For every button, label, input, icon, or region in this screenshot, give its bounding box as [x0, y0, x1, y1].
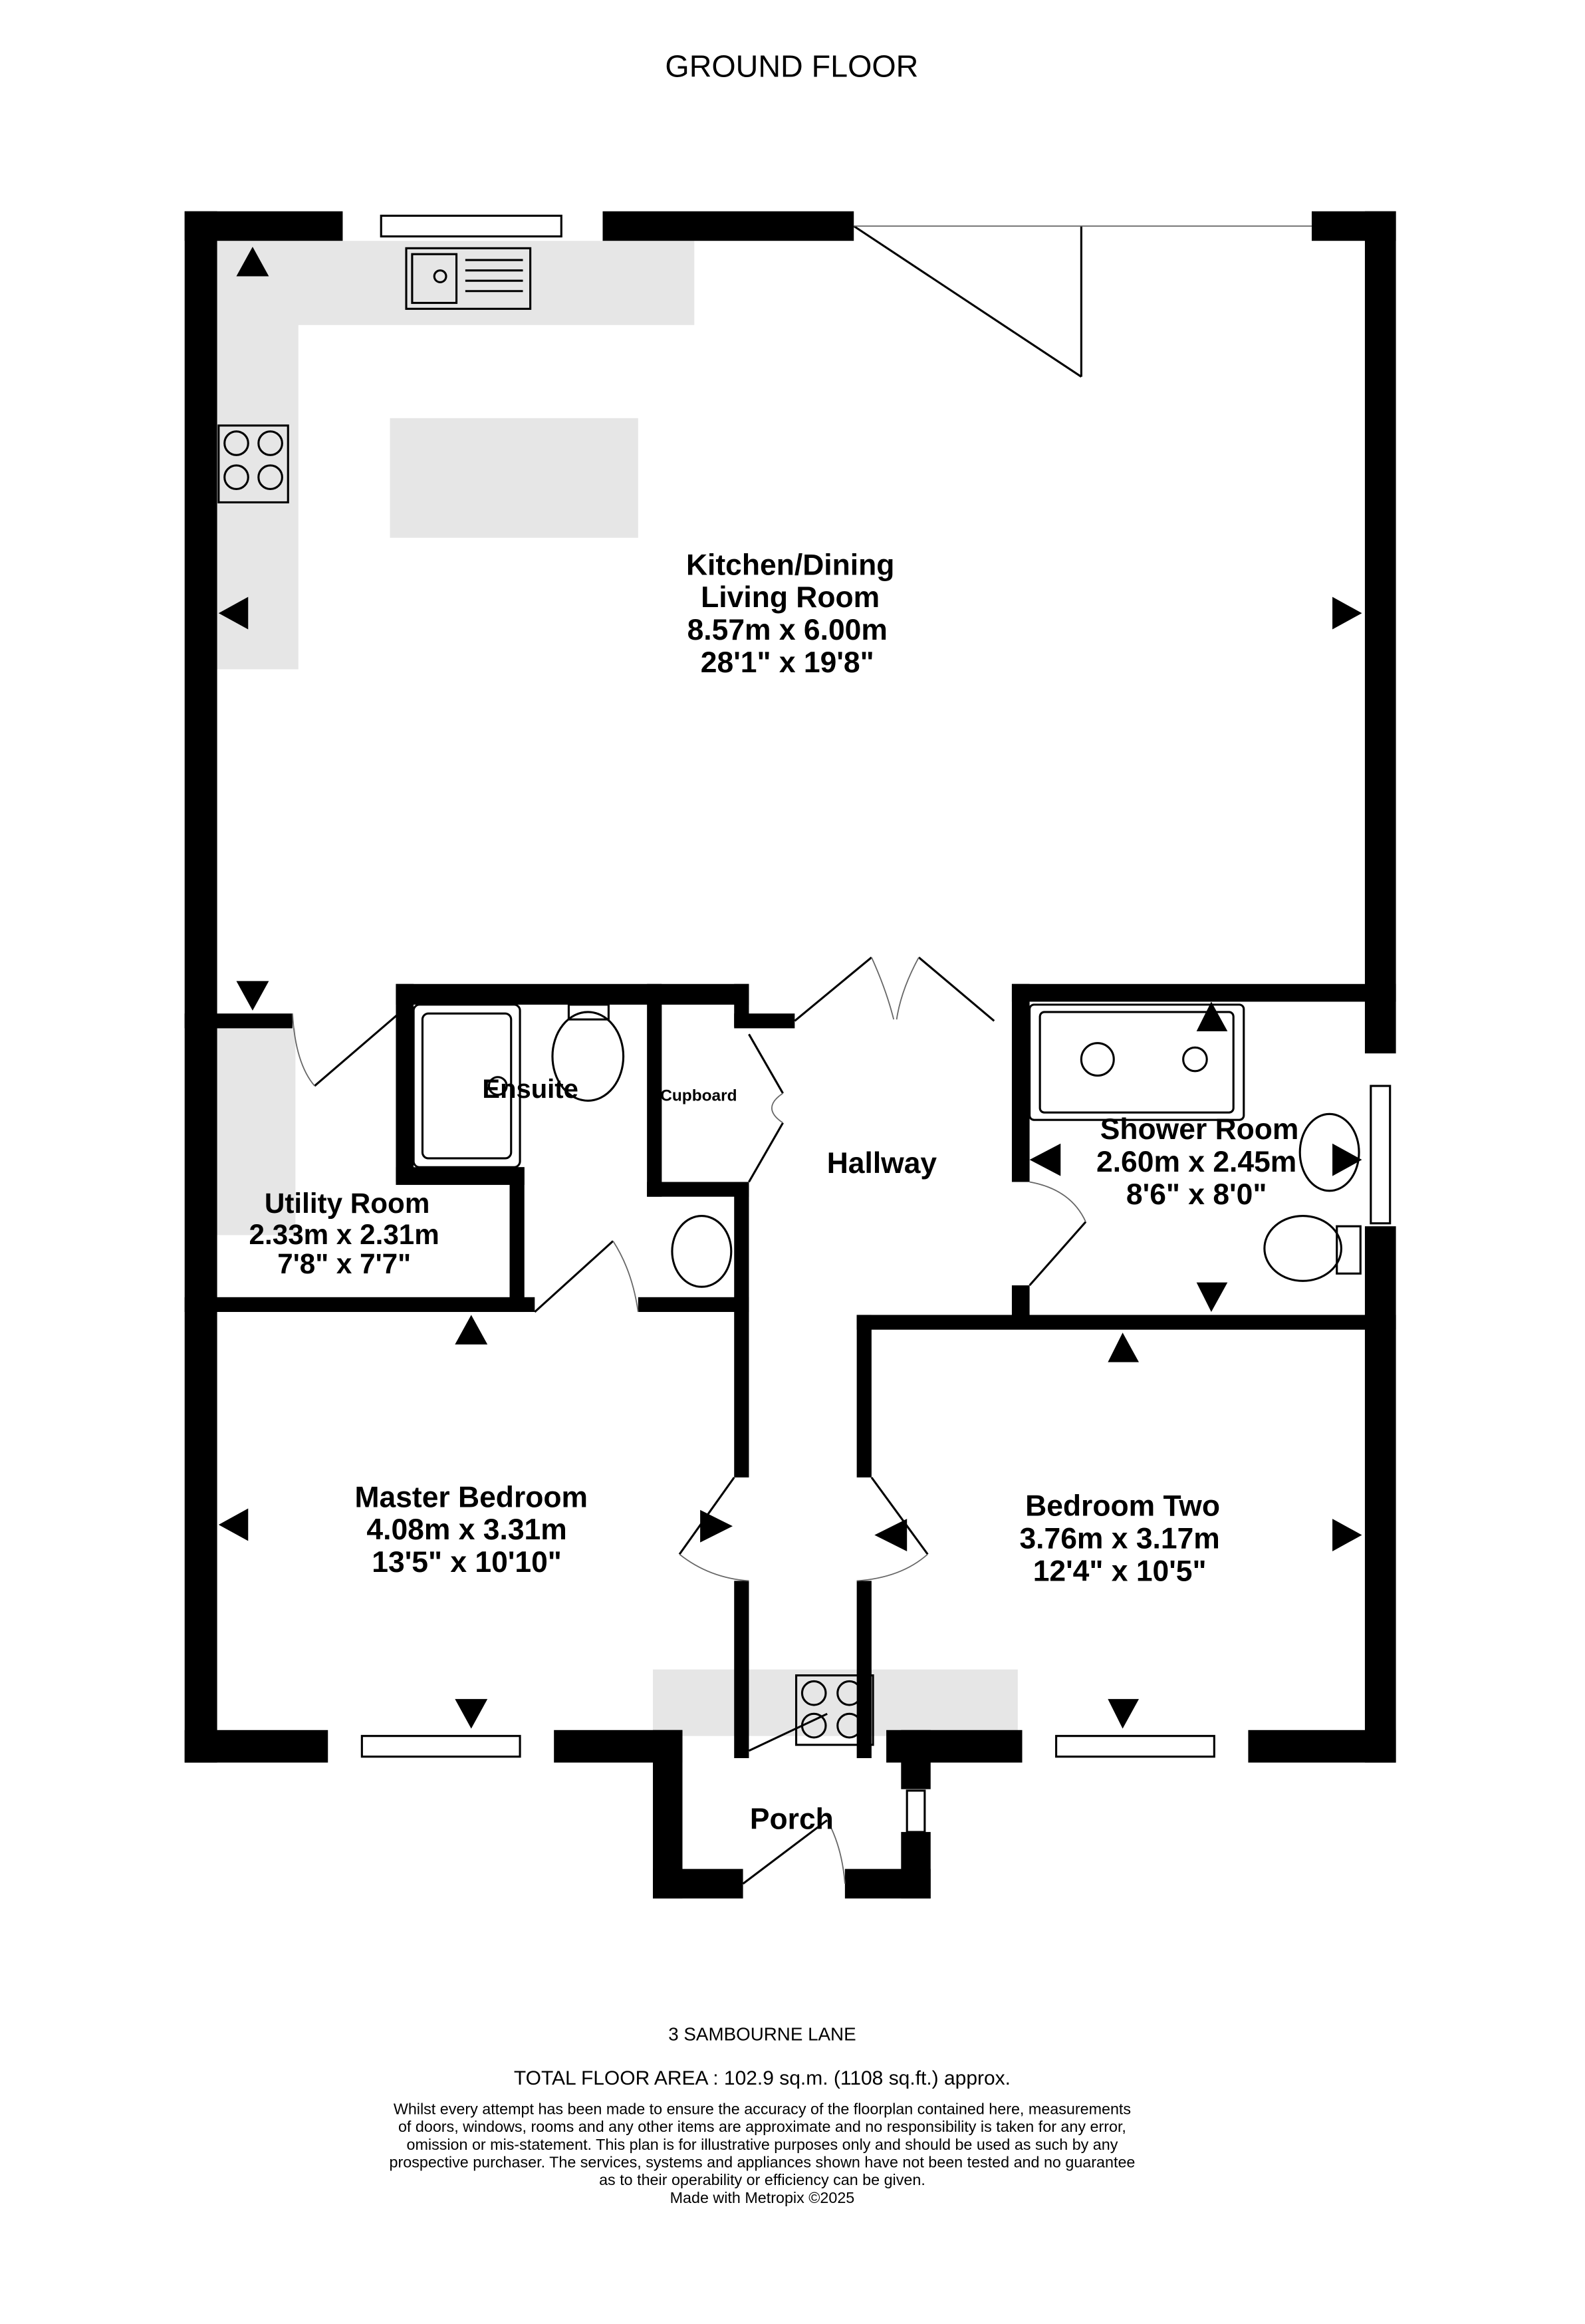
room-shower: Shower Room 2.60m x 2.45m 8'6" x 8'0" [1096, 1113, 1298, 1211]
floor-title: GROUND FLOOR [665, 49, 918, 84]
credit: Made with Metropix ©2025 [670, 2189, 855, 2206]
svg-text:8.57m x 6.00m: 8.57m x 6.00m [687, 614, 888, 646]
room-kitchen: Kitchen/Dining Living Room 8.57m x 6.00m… [686, 549, 894, 679]
disclaimer-line: prospective purchaser. The services, sys… [390, 2153, 1136, 2170]
windows [360, 214, 1392, 1833]
svg-text:2.60m x 2.45m: 2.60m x 2.45m [1096, 1146, 1296, 1178]
utility-counter [217, 1028, 296, 1235]
room-utility: Utility Room 2.33m x 2.31m 7'8" x 7'7" [249, 1188, 439, 1279]
room-porch: Porch [750, 1803, 834, 1836]
address: 3 SAMBOURNE LANE [668, 2023, 856, 2044]
room-ensuite: Ensuite [482, 1075, 578, 1104]
svg-text:12'4" x 10'5": 12'4" x 10'5" [1033, 1555, 1207, 1587]
walls [184, 211, 1396, 1899]
doors [292, 225, 1312, 1885]
svg-text:13'5" x 10'10": 13'5" x 10'10" [372, 1546, 562, 1579]
svg-text:4.08m x 3.31m: 4.08m x 3.31m [366, 1513, 566, 1546]
room-hallway: Hallway [827, 1147, 937, 1180]
svg-text:Shower Room: Shower Room [1100, 1113, 1299, 1146]
hob-icon [217, 424, 289, 504]
disclaimer-line: Whilst every attempt has been made to en… [394, 2100, 1131, 2117]
total-floor-area: TOTAL FLOOR AREA : 102.9 sq.m. (1108 sq.… [514, 2067, 1011, 2089]
bath-icon [412, 1003, 521, 1168]
basin-icon [1298, 1112, 1360, 1192]
room-cupboard: Cupboard [660, 1087, 737, 1104]
room-bed2: Bedroom Two 3.76m x 3.17m 12'4" x 10'5" [1019, 1490, 1220, 1588]
svg-text:3.76m x 3.17m: 3.76m x 3.17m [1019, 1523, 1219, 1555]
dimension-arrow-icons [218, 247, 1362, 1729]
svg-text:7'8" x 7'7": 7'8" x 7'7" [277, 1248, 411, 1279]
svg-text:Bedroom Two: Bedroom Two [1025, 1490, 1220, 1523]
svg-text:Kitchen/Dining: Kitchen/Dining [686, 549, 894, 581]
basin-icon [671, 1215, 733, 1288]
svg-text:2.33m x 2.31m: 2.33m x 2.31m [249, 1219, 439, 1250]
toilet-icon [1263, 1215, 1362, 1282]
shower-tray-icon [1029, 1003, 1245, 1121]
disclaimer-line: of doors, windows, rooms and any other i… [398, 2118, 1126, 2135]
disclaimer-line: omission or mis-statement. This plan is … [407, 2136, 1118, 2153]
footer: 3 SAMBOURNE LANE TOTAL FLOOR AREA : 102.… [390, 2023, 1136, 2206]
sink-icon [405, 247, 532, 310]
toilet-icon [551, 1003, 625, 1102]
kitchen-island [390, 418, 638, 538]
svg-text:8'6" x 8'0": 8'6" x 8'0" [1126, 1178, 1267, 1211]
svg-text:Utility Room: Utility Room [265, 1188, 430, 1219]
kitchen-counters [217, 241, 1018, 1736]
svg-text:Living Room: Living Room [701, 581, 880, 614]
room-master: Master Bedroom 4.08m x 3.31m 13'5" x 10'… [354, 1481, 588, 1579]
svg-text:Master Bedroom: Master Bedroom [354, 1481, 588, 1513]
hob-icon [794, 1674, 874, 1746]
disclaimer-line: as to their operability or efficiency ca… [599, 2171, 925, 2188]
svg-text:28'1" x 19'8": 28'1" x 19'8" [701, 646, 874, 679]
hall-counter [653, 1669, 1018, 1736]
